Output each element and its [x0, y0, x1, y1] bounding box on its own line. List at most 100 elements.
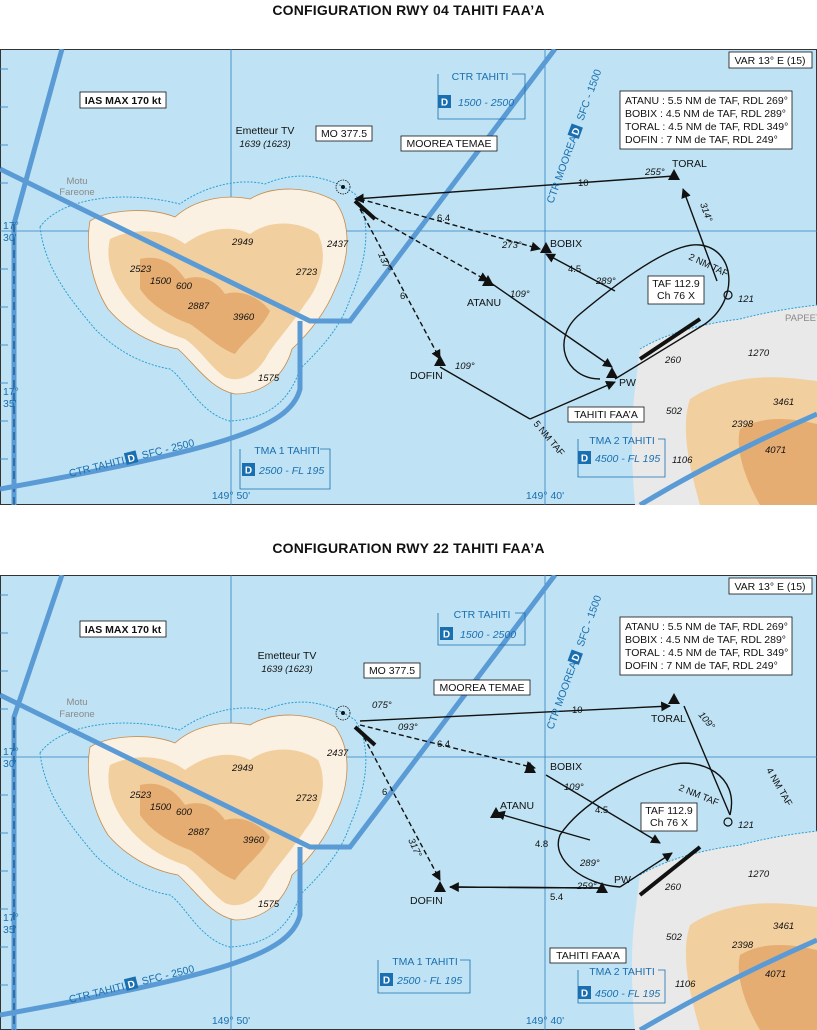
ctr-tahiti-limits: 1500 - 2500 [458, 97, 514, 109]
points-legend-line: DOFIN : 7 NM de TAF, RDL 249° [625, 660, 778, 672]
dofin-waypoint [434, 881, 446, 892]
taf-line2: Ch 76 X [650, 817, 688, 829]
spot-height: 2949 [231, 237, 254, 248]
leg-label: 289° [595, 276, 616, 287]
leg-label: 093° [398, 722, 418, 733]
tma2-name: TMA 2 TAHITI [589, 966, 655, 978]
ias-text: IAS MAX 170 kt [85, 624, 162, 636]
class-d-letter: D [127, 453, 137, 465]
spot-height: 2723 [295, 793, 318, 804]
tma2-limits: 4500 - FL 195 [595, 988, 660, 1000]
pw-waypoint [606, 367, 618, 378]
spot-height: 1270 [748, 348, 770, 359]
runway-04-22 [638, 317, 702, 361]
bobix-waypoint [524, 762, 536, 773]
points-legend-line: DOFIN : 7 NM de TAF, RDL 249° [625, 134, 778, 146]
spot-height: 260 [664, 882, 682, 893]
tma1-limits: 2500 - FL 195 [396, 975, 462, 987]
class-d-letter: D [245, 466, 252, 477]
class-d-letter: D [383, 976, 390, 987]
class-d-badge [438, 95, 451, 108]
leg-label: 6 [382, 787, 387, 798]
ias-box [79, 91, 167, 109]
taf-box [640, 802, 698, 832]
lat-label: 17° [3, 386, 19, 398]
moorea-runway [353, 725, 377, 747]
spot-contour: 1500 [150, 276, 172, 287]
spot-height: 4071 [765, 445, 786, 456]
tma-boundary-east [638, 411, 817, 505]
emetteur-elev: 1639 (1623) [239, 139, 290, 150]
points-legend-line: ATANU : 5.5 NM de TAF, RDL 269° [625, 621, 788, 633]
spot-height: 2398 [731, 940, 754, 951]
spot-height: 2723 [295, 267, 318, 278]
tma1-name: TMA 1 TAHITI [392, 956, 458, 968]
toral-label: TORAL [672, 158, 707, 170]
taf-box [647, 275, 705, 305]
panel-2-title: CONFIGURATION RWY 22 TAHITI FAA’A [272, 540, 545, 556]
papeete-label: PAPEETE [785, 313, 817, 324]
class-d-badge [567, 123, 583, 139]
points-legend-line: TORAL : 4.5 NM de TAF, RDL 349° [625, 647, 788, 659]
routes-rwy22 [359, 701, 733, 892]
tahiti-reef [639, 830, 817, 876]
spot-height: 2398 [731, 419, 754, 430]
class-d-badge [578, 451, 591, 464]
var-box [728, 51, 813, 69]
taf-line2: Ch 76 X [657, 290, 695, 302]
mo-box [363, 662, 421, 679]
fareone-label: Fareone [59, 709, 94, 720]
tma2-name: TMA 2 TAHITI [589, 435, 655, 447]
leg-label: 109° [564, 782, 584, 793]
leg-label: 109° [455, 361, 475, 372]
spot-height: 502 [666, 932, 683, 943]
tma2-box [577, 438, 666, 478]
spot-height: 2437 [326, 748, 349, 759]
class-d-letter: D [127, 979, 137, 991]
spot-height: 502 [666, 406, 683, 417]
lat-label: 17° [3, 220, 19, 232]
bobix-label: BOBIX [550, 761, 582, 773]
lat-label: 35' [3, 924, 17, 936]
leg-label: 4.8 [535, 839, 548, 850]
routes-rwy04 [354, 175, 730, 420]
atanu-label: ATANU [500, 800, 534, 812]
spot-height: 2523 [129, 264, 152, 275]
lon-label: 149° 40' [526, 1015, 564, 1027]
lon-label: 149° 50' [212, 490, 250, 502]
taf-vor-symbol [723, 290, 733, 300]
taf-line1: TAF 112.9 [652, 278, 700, 290]
ctr-moorea-boundary [0, 49, 557, 324]
lon-label: 149° 40' [526, 490, 564, 502]
leg-label: 255° [644, 167, 665, 178]
tahiti-faaa-box [549, 947, 627, 964]
class-d-letter: D [441, 98, 448, 109]
chart-rwy-22: VAR 13° E (15) IAS MAX 170 kt ATANU : 5.… [0, 575, 817, 1030]
taf-line1: TAF 112.9 [645, 805, 693, 817]
ctr-tahiti-name: CTR TAHITI [454, 609, 511, 621]
spot-height: 1106 [672, 455, 693, 466]
tma1-box [377, 959, 471, 994]
atanu-waypoint [482, 275, 494, 286]
graticule-ticks [0, 68, 8, 460]
lat-label: 30' [3, 758, 17, 770]
class-d-badge [242, 463, 255, 476]
leg-label: 5.4 [550, 892, 563, 903]
ias-text: IAS MAX 170 kt [85, 95, 162, 107]
bobix-label: BOBIX [550, 238, 582, 250]
ctr-tahiti-boundary [0, 321, 303, 492]
lat-label: 17° [3, 912, 19, 924]
class-d-badge [123, 976, 139, 991]
mo-ndb-symbol [335, 705, 351, 721]
atanu-label: ATANU [467, 297, 501, 309]
tma1-name: TMA 1 TAHITI [254, 445, 320, 457]
tma2-limits: 4500 - FL 195 [595, 453, 660, 465]
spot-height: 3461 [773, 921, 794, 932]
class-d-badge [440, 627, 453, 640]
points-legend-box [619, 90, 793, 150]
spot-height: 260 [664, 355, 682, 366]
points-legend-line: BOBIX : 4.5 NM de TAF, RDL 289° [625, 108, 786, 120]
spot-height: 121 [738, 820, 754, 831]
spot-height: 1575 [258, 899, 280, 910]
moorea-temae-box [400, 135, 498, 152]
